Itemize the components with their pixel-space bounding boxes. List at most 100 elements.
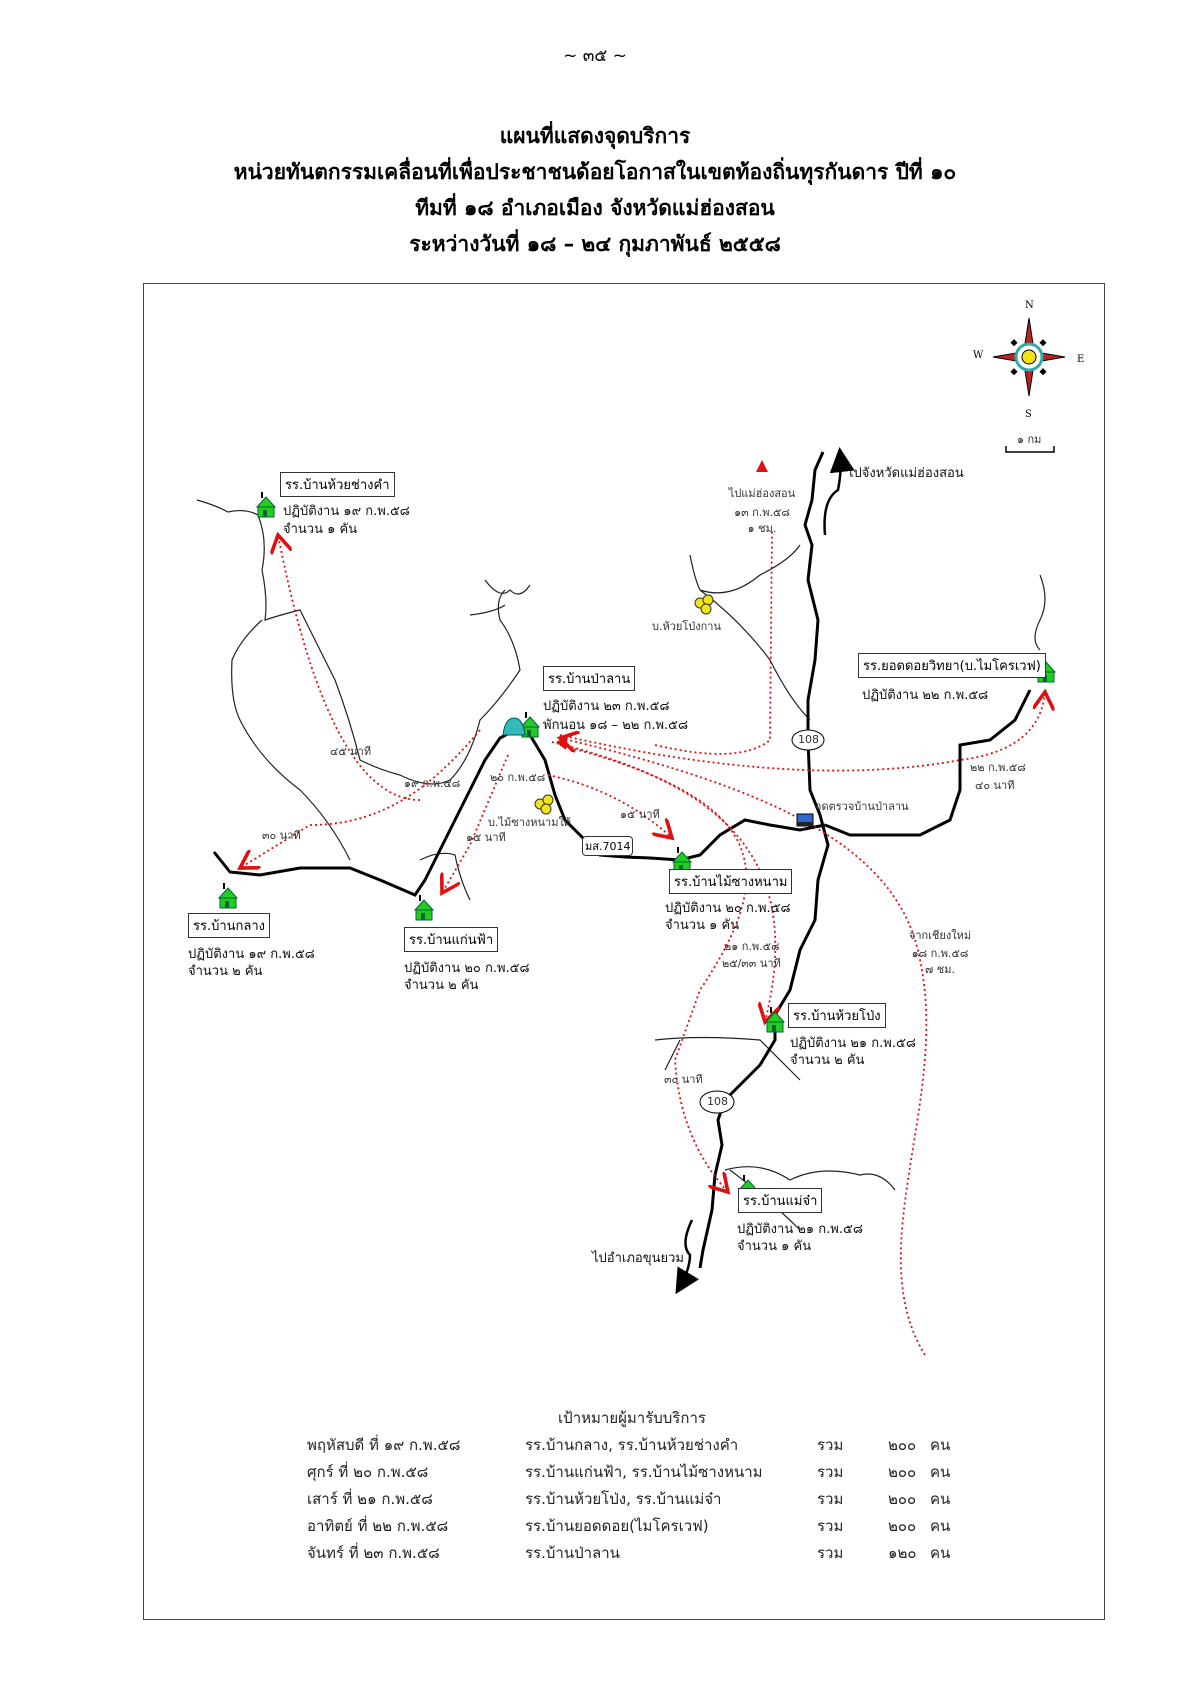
route-label: ๑ ชม. xyxy=(747,522,777,535)
roads xyxy=(212,447,1032,1295)
school-detail: ปฏิบัติงาน ๑๙ ก.พ.๕๘ xyxy=(283,504,410,519)
route-klang xyxy=(240,729,481,868)
row-schools: รร.บ้านยอดดอย(ไมโครเวฟ) xyxy=(525,1517,709,1535)
school-label: รร.บ้านห้วยโป่ง xyxy=(788,1003,886,1028)
compass-east: E xyxy=(1077,354,1085,365)
route-label: ๒๑ ก.พ.๕๘ xyxy=(724,940,780,953)
row-count: ๒๐๐ xyxy=(888,1517,917,1535)
school-label: รร.บ้านกลาง xyxy=(188,913,271,938)
route-arrowhead-palan xyxy=(556,736,568,750)
row-unit: คน xyxy=(930,1544,951,1562)
school-detail: จำนวน ๒ คัน xyxy=(790,1053,865,1068)
route-label: จากเชียงใหม่ xyxy=(908,929,972,942)
row-schools: รร.บ้านแก่นฟ้า, รร.บ้านไม้ซางหนาม xyxy=(525,1463,763,1481)
row-total-label: รวม xyxy=(817,1517,844,1535)
row-count: ๒๐๐ xyxy=(888,1436,917,1454)
row-schools: รร.บ้านกลาง, รร.บ้านห้วยช่างคำ xyxy=(525,1436,739,1454)
school-detail: ปฏิบัติงาน ๑๙ ก.พ.๕๘ xyxy=(188,947,315,962)
road-108-label: 108 xyxy=(798,733,819,746)
school-icon xyxy=(218,882,238,909)
school-detail: จำนวน ๒ คัน xyxy=(188,964,263,979)
route-label: ๒๐ ก.พ.๕๘ xyxy=(490,771,546,784)
north-arrow-line xyxy=(823,447,855,536)
destination-south: ไปอำเภอขุนยวม xyxy=(592,1251,684,1266)
tent-icon xyxy=(502,717,526,736)
river xyxy=(654,1036,801,1081)
compass-rose-icon xyxy=(992,317,1066,397)
route-label: ๒๕/๓๓ นาที xyxy=(722,957,781,970)
title-line-1: แผนที่แสดงจุดบริการ xyxy=(499,124,691,148)
route-label: ๑๓ ก.พ.๕๘ xyxy=(734,506,790,519)
river xyxy=(689,544,811,721)
row-count: ๒๐๐ xyxy=(888,1490,917,1508)
route-maisang xyxy=(547,774,672,838)
row-total-label: รวม xyxy=(817,1436,844,1454)
row-count: ๒๐๐ xyxy=(888,1463,917,1481)
map-frame xyxy=(143,283,1105,1620)
row-schools: รร.บ้านป่าลาน xyxy=(525,1544,620,1562)
road-108-label: 108 xyxy=(707,1095,728,1108)
checkpoint-label: จุดตรวจบ้านป่าลาน xyxy=(815,800,909,813)
row-unit: คน xyxy=(930,1463,951,1481)
school-detail: ปฏิบัติงาน ๒๓ ก.พ.๕๘ xyxy=(543,699,670,714)
route-label: ๒๒ ก.พ.๕๘ xyxy=(970,761,1026,774)
village-label: บ.ไม้ซางหนามใต้ xyxy=(488,816,571,829)
routes xyxy=(240,529,1045,1356)
school-detail: พักนอน ๑๘ – ๒๒ ก.พ.๕๘ xyxy=(543,718,689,733)
school-label: รร.บ้านห้วยช่างคำ xyxy=(280,472,395,497)
school-icon xyxy=(414,894,434,921)
river xyxy=(419,574,1046,901)
river xyxy=(231,619,351,861)
rivers xyxy=(196,499,1046,1231)
road-shield-108 xyxy=(699,1090,735,1114)
title-line-3: ทีมที่ ๑๘ อำเภอเมือง จังหวัดแม่ฮ่องสอน xyxy=(415,196,775,220)
row-count: ๑๒๐ xyxy=(888,1544,917,1562)
route-label: ๗ ชม. xyxy=(925,963,955,976)
highway-108 xyxy=(698,451,830,1269)
row-total-label: รวม xyxy=(817,1490,844,1508)
school-icon xyxy=(765,1006,785,1033)
school-label: รร.ยอดดอยวิทยา(บ.ไมโครเวฟ) xyxy=(858,653,1046,678)
row-total-label: รวม xyxy=(817,1463,844,1481)
village-label: บ.ห้วยโป่งกาน xyxy=(652,620,721,633)
compass-south: S xyxy=(1025,409,1032,420)
row-unit: คน xyxy=(930,1517,951,1535)
scale-label: ๑ กม xyxy=(1017,433,1042,446)
route-label: ๑๕ นาที xyxy=(466,831,506,844)
school-icon xyxy=(256,491,276,518)
title-line-4: ระหว่างวันที่ ๑๘ – ๒๔ กุมภาพันธ์ ๒๕๕๘ xyxy=(409,232,781,256)
row-unit: คน xyxy=(930,1436,951,1454)
route-label: ๔๕ นาที xyxy=(330,745,372,758)
route-arrowhead-maehongson xyxy=(756,460,768,472)
route-maehongson xyxy=(654,529,773,755)
road-east xyxy=(824,689,1032,837)
route-maecha xyxy=(559,744,748,1192)
target-table-heading: เป้าหมายผู้มารับบริการ xyxy=(558,1409,706,1427)
row-day: ศุกร์ ที่ ๒๐ ก.พ.๕๘ xyxy=(307,1463,429,1481)
school-detail: ปฏิบัติงาน ๒๒ ก.พ.๕๘ xyxy=(862,688,989,703)
road-shield-108 xyxy=(791,729,825,751)
school-detail: ปฏิบัติงาน ๒๐ ก.พ.๕๘ xyxy=(665,901,791,916)
school-detail: จำนวน ๑ คัน xyxy=(737,1239,812,1254)
school-detail: ปฏิบัติงาน ๒๐ ก.พ.๕๘ xyxy=(404,961,530,976)
school-detail: จำนวน ๒ คัน xyxy=(404,978,479,993)
row-schools: รร.บ้านห้วยโป่ง, รร.บ้านแม่จ๋า xyxy=(525,1490,722,1508)
route-label: ๓๐ นาที xyxy=(664,1073,703,1086)
river xyxy=(469,579,531,616)
row-total-label: รวม xyxy=(817,1544,844,1562)
page-number: ~ ๓๕ ~ xyxy=(563,46,627,66)
destination-north: ไปจังหวัดแม่ฮ่องสอน xyxy=(847,466,964,481)
route-label: ๓๐ นาที xyxy=(262,829,301,842)
school-label: รร.บ้านแม่จ๋า xyxy=(738,1188,823,1213)
row-day: พฤหัสบดี ที่ ๑๙ ก.พ.๕๘ xyxy=(307,1436,461,1454)
south-arrow-line xyxy=(675,1219,700,1295)
route-label: ๔๐ นาที xyxy=(975,779,1015,792)
route-huaypong xyxy=(551,741,775,1022)
route-yoddoi xyxy=(559,692,1045,772)
checkpoint-icon xyxy=(796,813,814,827)
compass-north: N xyxy=(1025,300,1034,311)
route-label: ๑๘ ก.พ.๕๘ xyxy=(911,947,969,960)
route-label: ๑๙ ก.พ.๕๘ xyxy=(404,777,461,790)
row-day: จันทร์ ที่ ๒๓ ก.พ.๕๘ xyxy=(307,1544,440,1562)
